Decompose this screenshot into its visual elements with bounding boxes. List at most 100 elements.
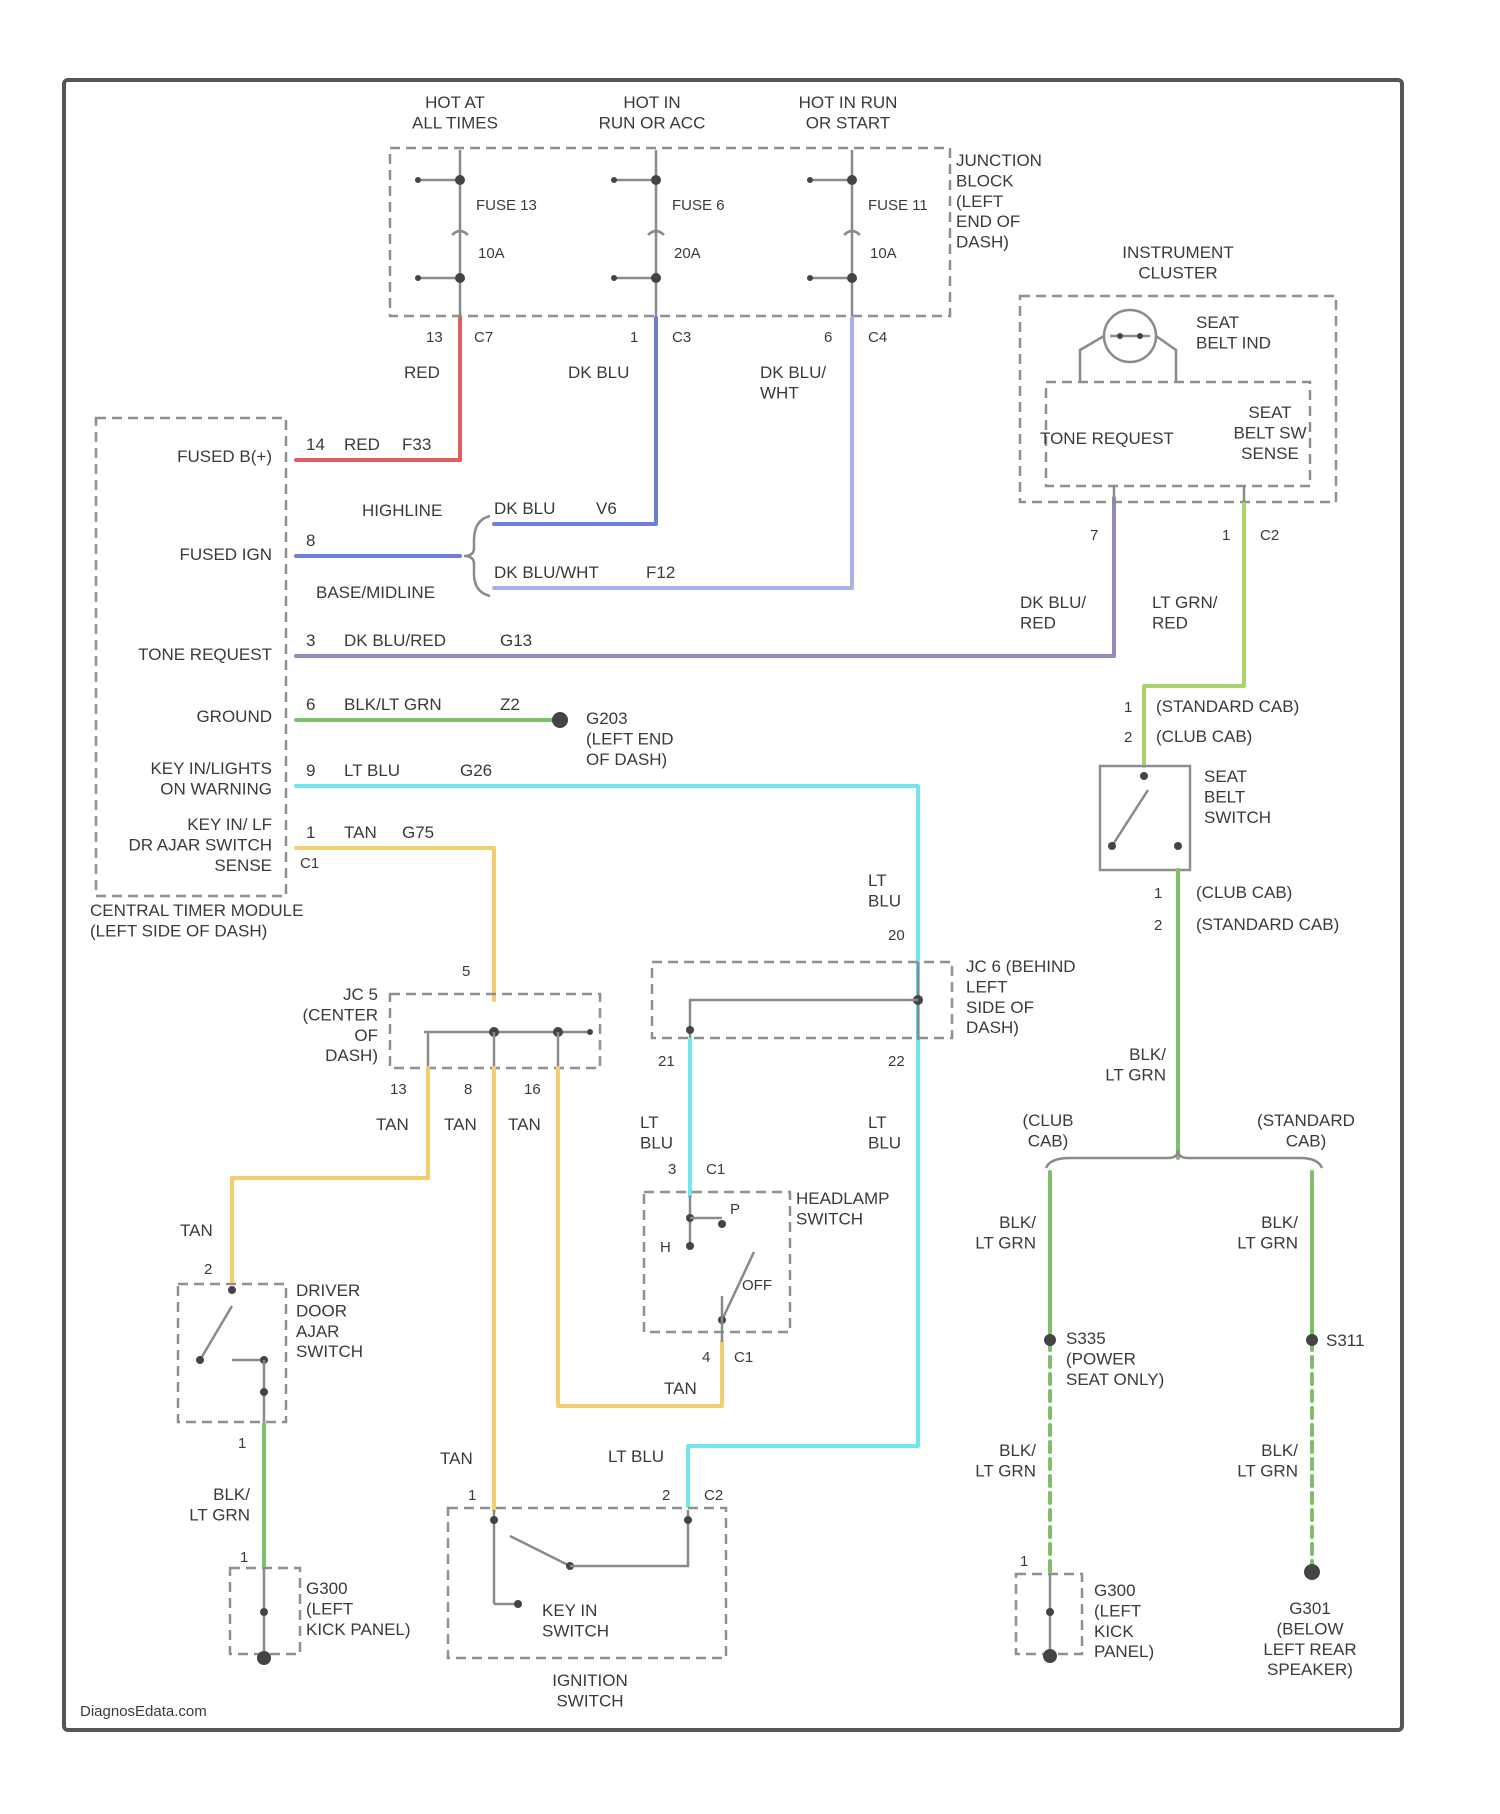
wire-highline-circuit: V6 xyxy=(596,499,617,518)
jc5-pin-16: 16 xyxy=(524,1081,541,1098)
seat-belt-top-club: (CLUB CAB) xyxy=(1156,727,1252,746)
ctm-pin-key-in-lights: KEY IN/LIGHTSON WARNING xyxy=(150,759,272,798)
ctm-pin-ground: GROUND xyxy=(196,707,272,726)
jc5-tan-2: TAN xyxy=(444,1115,477,1134)
wire-ground-color: BLK/LT GRN xyxy=(344,695,442,714)
power-label-all-times: HOT ATALL TIMES xyxy=(412,93,498,132)
wire-dk-blu-red-label: DK BLU/RED xyxy=(1020,593,1086,632)
fuse-11-pin: 6 xyxy=(824,329,832,346)
ctm-pin-fused-b: FUSED B(+) xyxy=(177,447,272,466)
jc5-pin-5: 5 xyxy=(462,963,470,980)
cluster-pin-a: 7 xyxy=(1090,527,1098,544)
headlamp-conn-top: C1 xyxy=(706,1161,725,1178)
ctm-connector: C1 xyxy=(300,855,319,872)
g300-left-ground-icon xyxy=(257,1568,271,1665)
wire-dk-blu-wht-label: DK BLU/WHT xyxy=(760,363,826,402)
seat-belt-top-pin-1: 1 xyxy=(1124,699,1132,716)
wire-tan-ignition-label: TAN xyxy=(440,1449,473,1468)
ignition-pin-1: 1 xyxy=(468,1487,476,1504)
wire-lt-blu-label-lower: LTBLU xyxy=(868,1113,901,1152)
jc6-pin-22: 22 xyxy=(888,1053,905,1070)
door-ajar-pin-bot: 1 xyxy=(238,1435,246,1452)
seat-belt-switch-contact-icon xyxy=(1108,772,1182,850)
wire-fused-b-color: RED xyxy=(344,435,380,454)
wire-key-lights-circuit: G26 xyxy=(460,761,492,780)
ground-g301-dot xyxy=(1304,1564,1320,1580)
jc5-tan-3: TAN xyxy=(508,1115,541,1134)
wire-key-lf-pin: 1 xyxy=(306,823,315,842)
headlamp-p-label: P xyxy=(730,1201,740,1218)
seat-belt-top-pin-2: 2 xyxy=(1124,729,1132,746)
instrument-cluster-box xyxy=(1020,296,1336,502)
fuse-6-conn: C3 xyxy=(672,329,691,346)
wire-red-label: RED xyxy=(404,363,440,382)
splice-s335 xyxy=(1044,1334,1056,1346)
wire-lt-blu xyxy=(296,786,918,1506)
wire-highline-color: DK BLU xyxy=(494,499,555,518)
wire-fused-b-circuit: F33 xyxy=(402,435,431,454)
g300-right-ground-icon xyxy=(1043,1574,1057,1663)
cab-split-bar xyxy=(1046,1150,1322,1168)
fuse-13-amps: 10A xyxy=(478,245,505,262)
key-in-switch-label: KEY INSWITCH xyxy=(542,1601,609,1640)
wire-tan-headlamp-label: TAN xyxy=(664,1379,697,1398)
fuse-6-amps: 20A xyxy=(674,245,701,262)
headlamp-switch-contacts-icon xyxy=(686,1196,754,1342)
wire-baseline-circuit: F12 xyxy=(646,563,675,582)
cluster-pin-b: 1 xyxy=(1222,527,1230,544)
fuse-13-name: FUSE 13 xyxy=(476,197,537,214)
baseline-label: BASE/MIDLINE xyxy=(316,583,435,602)
wire-tone-color: DK BLU/RED xyxy=(344,631,446,650)
wire-dk-blu-label: DK BLU xyxy=(568,363,629,382)
highline-brace xyxy=(464,516,490,596)
splice-s335-label: S335(POWERSEAT ONLY) xyxy=(1066,1329,1164,1389)
seat-belt-switch-box xyxy=(1100,766,1190,870)
headlamp-h-label: H xyxy=(660,1239,671,1256)
wire-club-blk-lt-grn-1: BLK/LT GRN xyxy=(975,1213,1036,1252)
fuse-6-pin: 1 xyxy=(630,329,638,346)
cluster-connector: C2 xyxy=(1260,527,1279,544)
seat-belt-bot-club: (CLUB CAB) xyxy=(1196,883,1292,902)
wire-std-blk-lt-grn-2: BLK/LT GRN xyxy=(1237,1441,1298,1480)
wire-baseline-color: DK BLU/WHT xyxy=(494,563,599,582)
wire-tan-door-ajar xyxy=(232,1068,428,1282)
jc5-pin-13: 13 xyxy=(390,1081,407,1098)
jc5-pin-8: 8 xyxy=(464,1081,472,1098)
seat-belt-top-standard: (STANDARD CAB) xyxy=(1156,697,1299,716)
fuse-11-amps: 10A xyxy=(870,245,897,262)
wire-blk-lt-grn-trunk-label: BLK/LT GRN xyxy=(1105,1045,1166,1084)
wire-lt-blu-label-bottom: LT BLU xyxy=(608,1447,664,1466)
wire-ground-pin: 6 xyxy=(306,695,315,714)
wire-key-lights-color: LT BLU xyxy=(344,761,400,780)
wire-lt-blu-headlamp-label: LTBLU xyxy=(640,1113,673,1152)
g300-left-pin: 1 xyxy=(240,1549,248,1566)
door-ajar-box xyxy=(178,1284,286,1422)
headlamp-switch-box xyxy=(644,1192,790,1332)
wire-door-ajar-ground-label: BLK/LT GRN xyxy=(189,1485,250,1524)
ctm-pin-tone-request: TONE REQUEST xyxy=(138,645,272,664)
ctm-label: CENTRAL TIMER MODULE(LEFT SIDE OF DASH) xyxy=(90,901,303,940)
wire-std-blk-lt-grn-1: BLK/LT GRN xyxy=(1237,1213,1298,1252)
ignition-pin-2: 2 xyxy=(662,1487,670,1504)
jc5-tan-1: TAN xyxy=(376,1115,409,1134)
headlamp-conn-bot: C1 xyxy=(734,1349,753,1366)
jc6-bus xyxy=(686,962,923,1040)
door-ajar-pin-top: 2 xyxy=(204,1261,212,1278)
wire-ground-circuit: Z2 xyxy=(500,695,520,714)
splice-s311-label: S311 xyxy=(1326,1331,1364,1350)
